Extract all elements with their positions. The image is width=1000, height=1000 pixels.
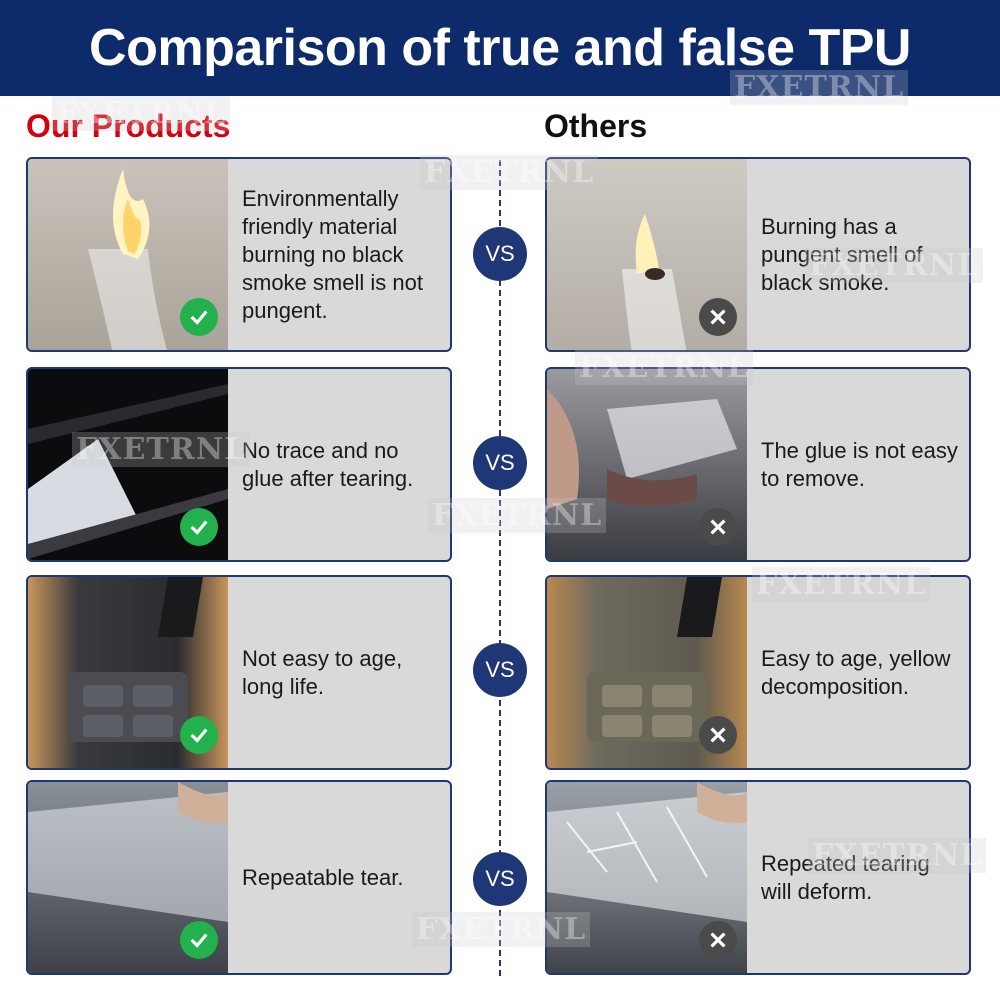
other-card-burning: Burning has a pungent smell of black smo… (545, 157, 971, 352)
our-card-repeat-tear: Repeatable tear. (26, 780, 452, 975)
vs-badge: VS (473, 436, 527, 490)
others-title: Others (544, 108, 648, 144)
watermark: FXETRNL (805, 248, 984, 283)
header-banner: Comparison of true and false TPU (0, 0, 1000, 96)
cross-icon (699, 298, 737, 336)
other-text-burning: Burning has a pungent smell of black smo… (761, 213, 923, 295)
vs-badge: VS (473, 227, 527, 281)
other-text-aging: Easy to age, yellow decomposition. (761, 645, 951, 699)
watermark: FXETRNL (420, 155, 599, 190)
our-text-aging: Not easy to age, long life. (242, 645, 403, 699)
other-text-repeat-tear: Repeated tearing will deform. (761, 850, 930, 904)
our-text-repeat-tear: Repeatable tear. (242, 864, 404, 890)
cross-icon (699, 716, 737, 754)
vs-badge: VS (473, 852, 527, 906)
film-peel-photo (28, 782, 228, 973)
watermark: FXETRNL (412, 912, 591, 947)
our-text-tearing: No trace and no glue after tearing. (242, 437, 414, 491)
our-products-title: Our Products (26, 108, 231, 144)
watermark: FXETRNL (808, 838, 987, 873)
watermark: FXETRNL (428, 498, 607, 533)
watermark: FXETRNL (52, 96, 231, 131)
check-icon (180, 921, 218, 959)
other-text-tearing: The glue is not easy to remove. (761, 437, 958, 491)
watermark: FXETRNL (72, 432, 251, 467)
center-divider (499, 160, 501, 976)
vs-badge: VS (473, 643, 527, 697)
other-card-aging: Easy to age, yellow decomposition. (545, 575, 971, 770)
page-title: Comparison of true and false TPU (89, 19, 911, 77)
other-card-tearing: The glue is not easy to remove. (545, 367, 971, 562)
watermark: FXETRNL (730, 70, 909, 105)
cross-icon (699, 921, 737, 959)
our-card-aging: Not easy to age, long life. (26, 575, 452, 770)
our-card-tearing: No trace and no glue after tearing. (26, 367, 452, 562)
watermark: FXETRNL (752, 567, 931, 602)
our-card-burning: Environmentally friendly material burnin… (26, 157, 452, 352)
check-icon (180, 298, 218, 336)
check-icon (180, 508, 218, 546)
other-card-repeat-tear: Repeated tearing will deform. (545, 780, 971, 975)
cross-icon (699, 508, 737, 546)
watermark: FXETRNL (575, 350, 754, 385)
our-text-burning: Environmentally friendly material burnin… (242, 185, 423, 323)
check-icon (180, 716, 218, 754)
